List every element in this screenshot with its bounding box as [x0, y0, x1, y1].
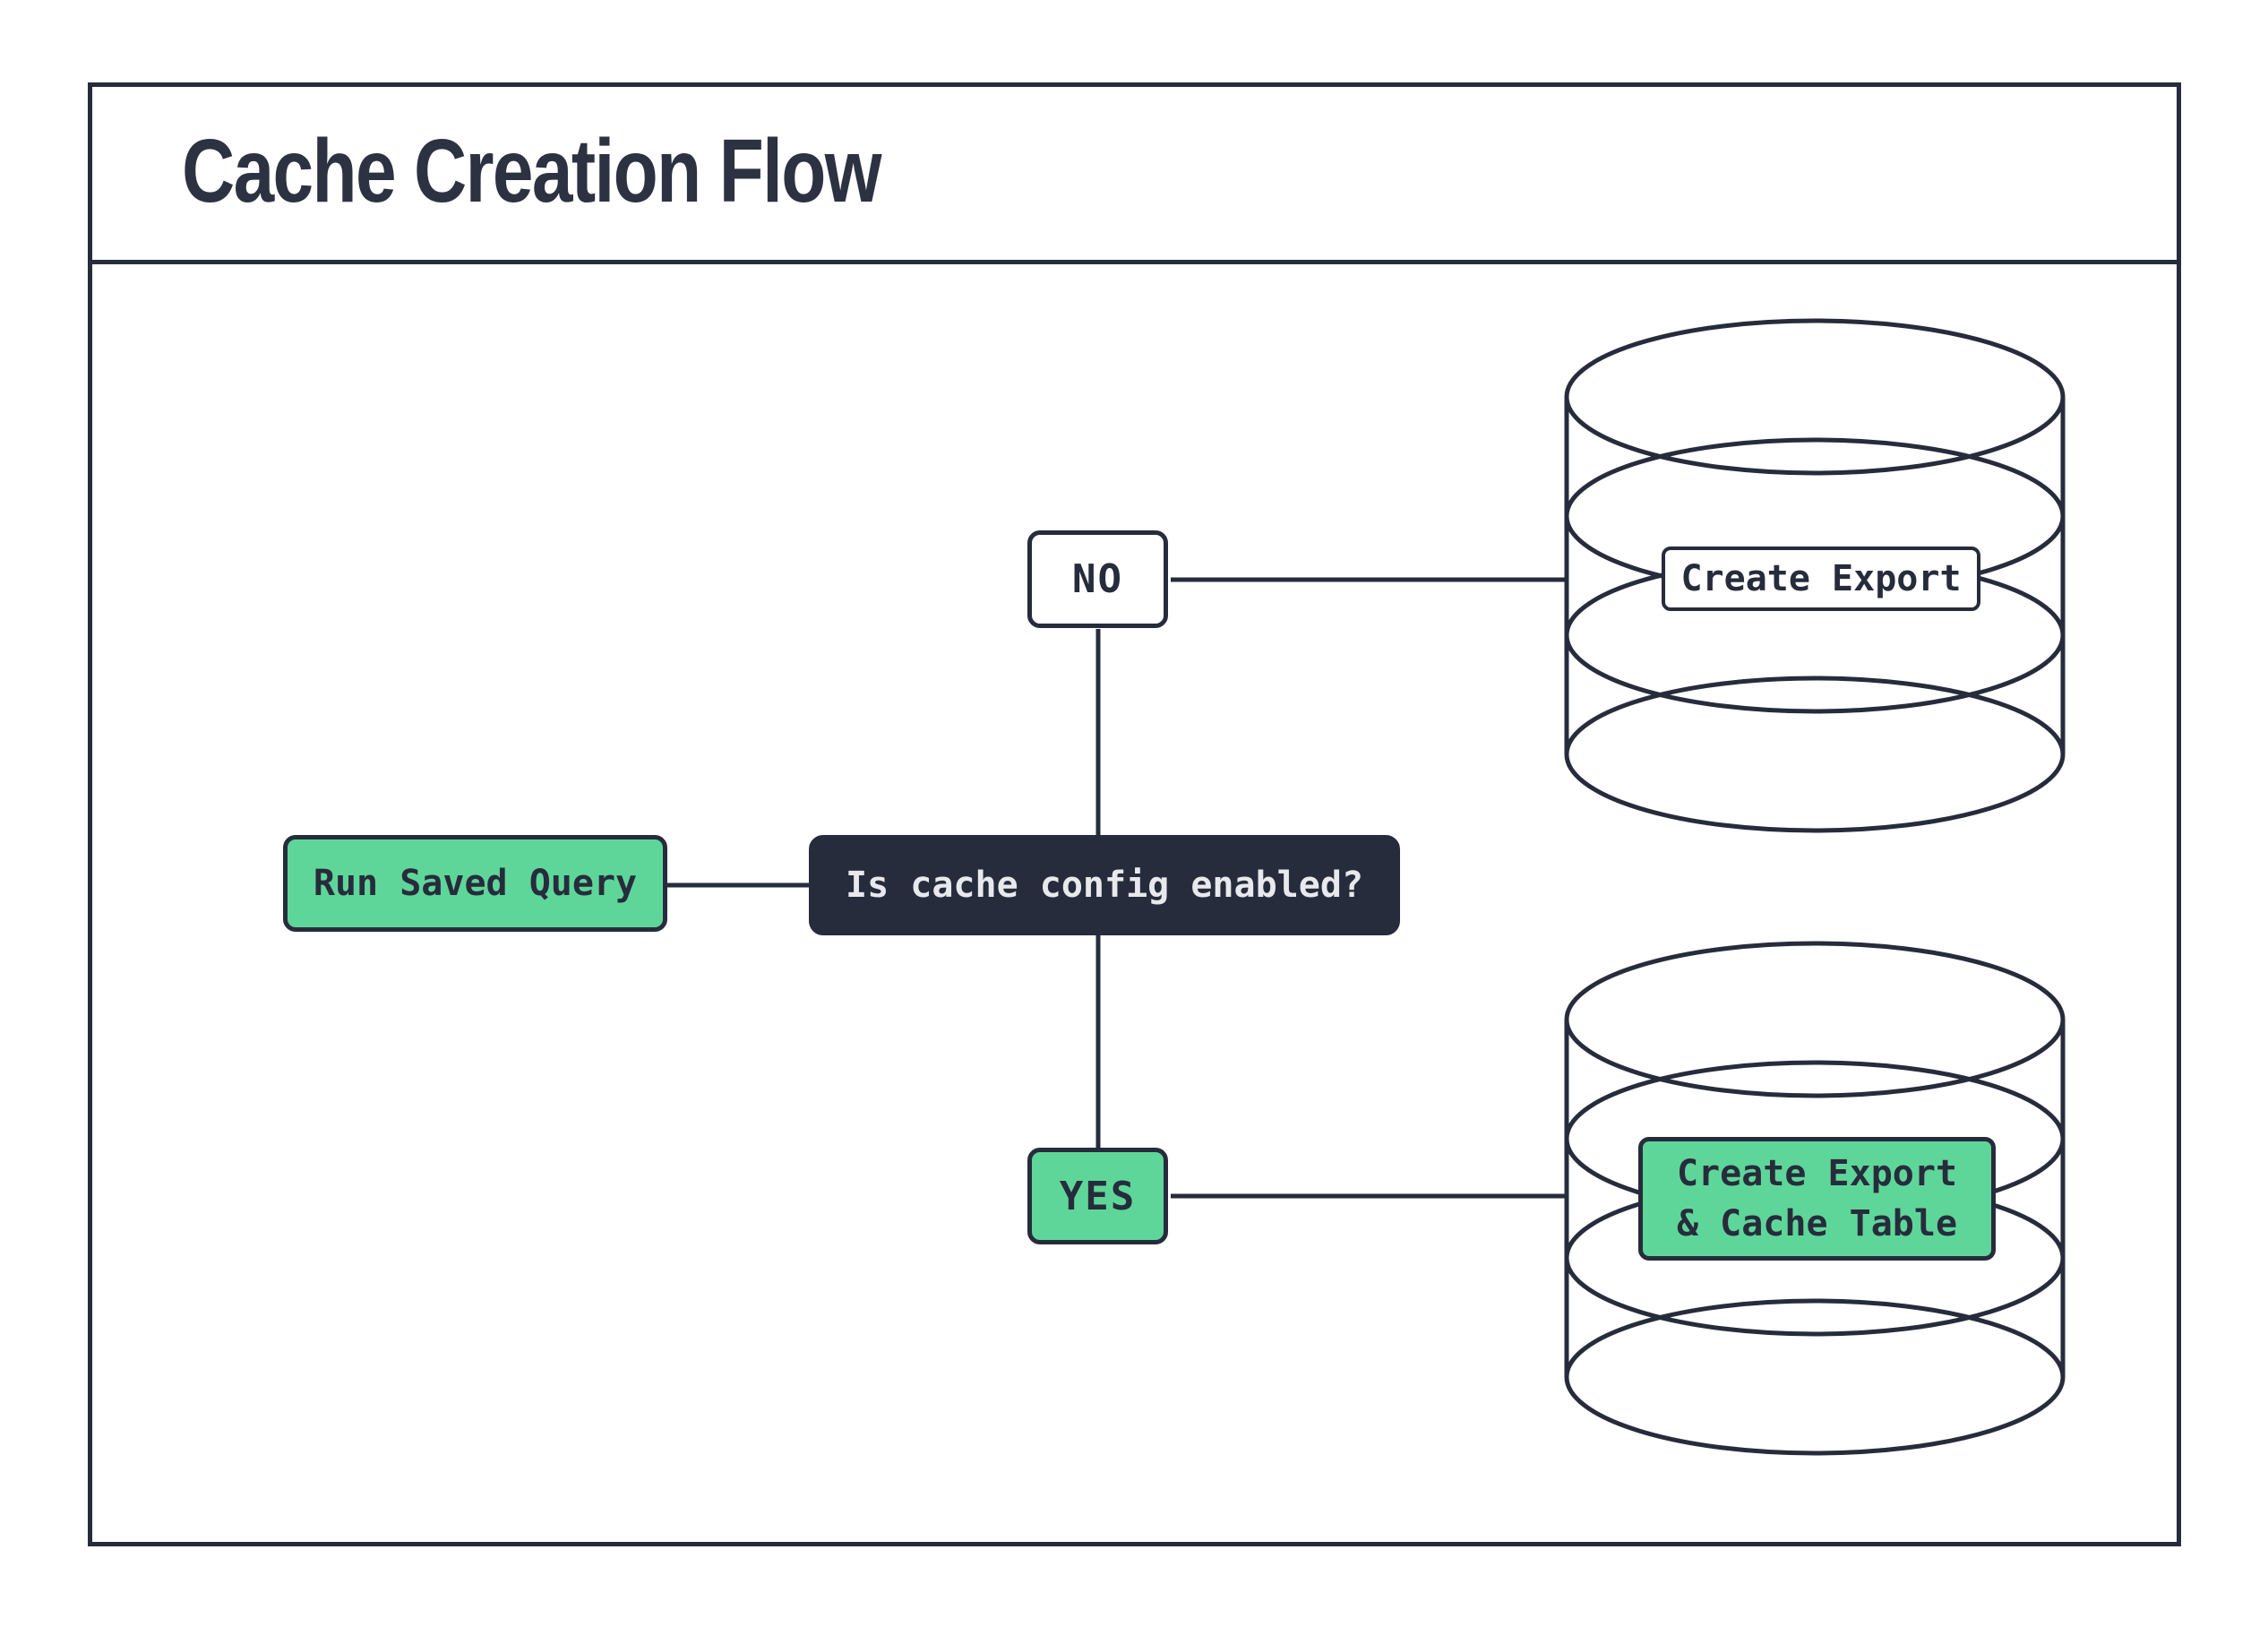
- flow-node-cache-config-decision: Is cache config enabled?: [809, 835, 1400, 935]
- database-action-label-line2: & Cache Table: [1676, 1203, 1958, 1244]
- database-action-label: Create Export: [1680, 558, 1962, 599]
- page-title: Cache Creation Flow: [182, 120, 882, 221]
- diagram-header: Cache Creation Flow: [88, 82, 2181, 264]
- flow-branch-no: NO: [1027, 530, 1168, 628]
- flow-branch-yes: YES: [1027, 1148, 1168, 1244]
- flow-branch-label: YES: [1059, 1173, 1137, 1219]
- flow-node-label: Run Saved Query: [313, 863, 638, 904]
- database-action-label-line1: Create Export: [1676, 1153, 1958, 1194]
- flow-node-label: Is cache config enabled?: [846, 865, 1363, 906]
- flow-node-run-saved-query: Run Saved Query: [283, 835, 667, 932]
- database-action-create-export: Create Export: [1662, 547, 1980, 611]
- flow-branch-label: NO: [1072, 556, 1123, 602]
- database-action-create-export-cache-table: Create Export & Cache Table: [1638, 1137, 1996, 1261]
